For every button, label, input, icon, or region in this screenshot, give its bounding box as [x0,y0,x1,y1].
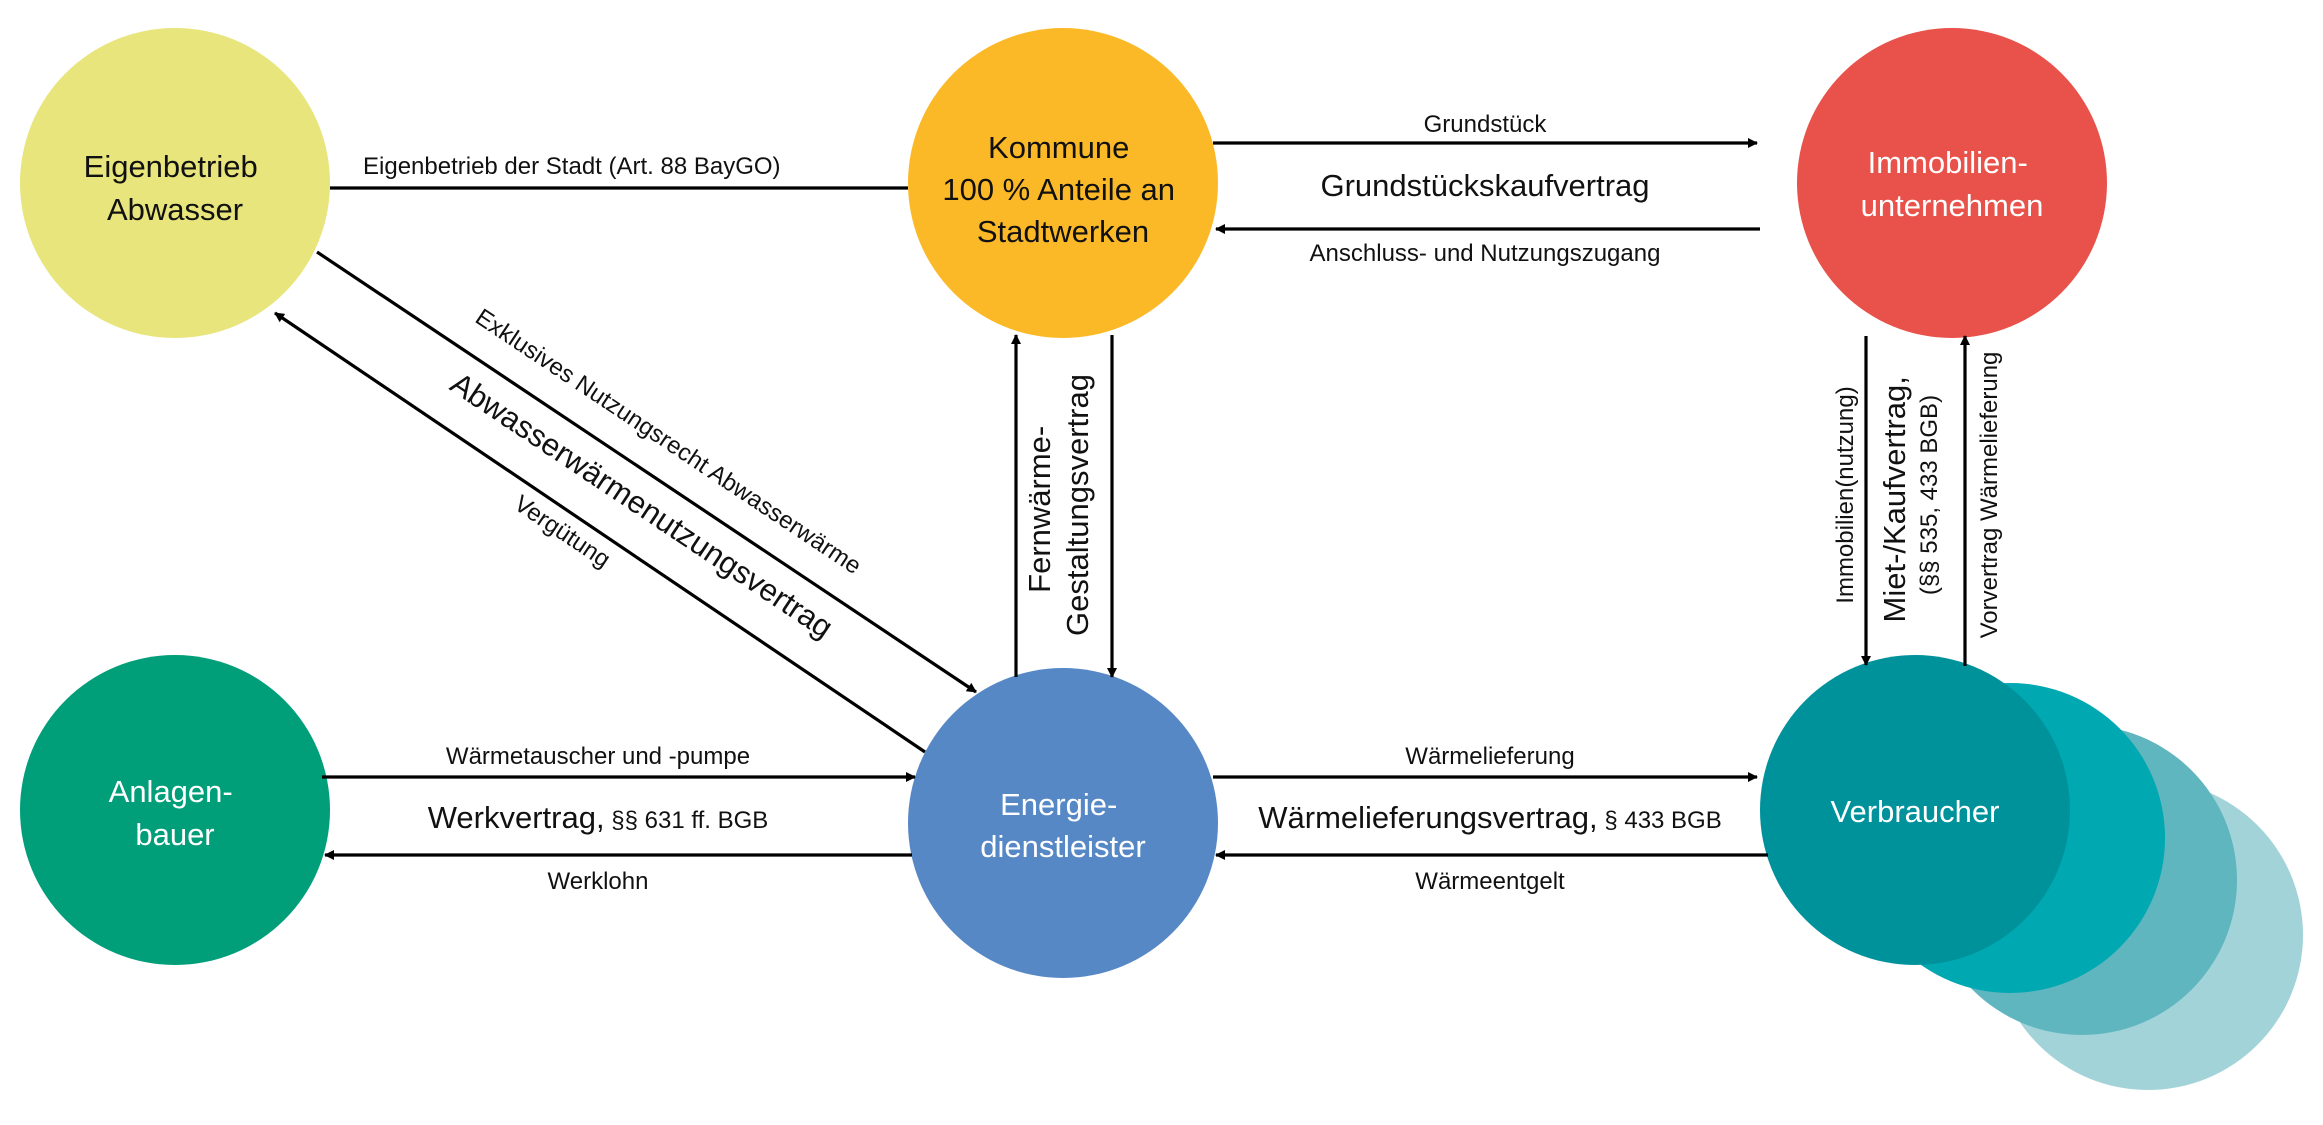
fernwaerme-label-line1: Fernwärme- [1022,426,1057,593]
werkvertrag-ref: §§ 631 ff. BGB [605,807,769,834]
lieferungsvertrag-label: Wärmelieferungsvertrag, § 433 BGB [1258,800,1721,835]
anlagenbauer-label-line1: Anlagen- [109,774,233,809]
node-kommune: Kommune 100 % Anteile an Stadtwerken [908,28,1218,338]
waermeentgelt-label: Wärmeentgelt [1415,868,1565,895]
svg-text:Energie- dienstleister: Energie- dienstleister [980,787,1145,864]
edge-eigenbetrieb-energie: Exklusives Nutzungsrecht Abwasserwärme A… [274,250,977,754]
werkvertrag-main: Werkvertrag, [428,800,605,835]
mietkauf-label-line2: (§§ 535, 433 BGB) [1916,395,1943,595]
edge-eigenbetrieb-kommune: Eigenbetrieb der Stadt (Art. 88 BayGO) [330,153,908,190]
edge-kommune-energie: Fernwärme- Gestaltungsvertrag [1011,334,1117,678]
energie-label-line2: dienstleister [980,829,1145,864]
node-anlagenbauer: Anlagen- bauer [20,655,330,965]
svg-text:Eigenbetrieb Abwasser: Eigenbetrieb Abwasser [84,149,267,227]
werkvertrag-label: Werkvertrag, §§ 631 ff. BGB [428,800,769,835]
lieferungsvertrag-ref: § 433 BGB [1598,807,1722,834]
werklohn-label: Werklohn [548,868,649,895]
svg-text:Kommune 100 % Anteile an: Kommune 100 % Anteile an Stadtwerken [942,130,1183,249]
svg-text:Immobilien- unternehmen: Immobilien- unternehmen [1861,145,2044,223]
anlagenbauer-label-line2: bauer [135,817,214,852]
grundstueckskaufvertrag-label: Grundstückskaufvertrag [1320,168,1649,203]
node-energiedienstleister: Energie- dienstleister [908,668,1218,978]
fernwaerme-label-line2: Gestaltungsvertrag [1060,374,1095,636]
immobilien-label-line2: unternehmen [1861,188,2044,223]
kommune-label-line2: 100 % Anteile an [942,172,1175,207]
eigenbetrieb-label-line1: Eigenbetrieb [84,149,258,184]
svg-text:Verbraucher: Verbraucher [1831,794,2000,829]
node-eigenbetrieb-abwasser: Eigenbetrieb Abwasser [20,28,330,338]
fernwaerme-label: Fernwärme- Gestaltungsvertrag [1022,374,1095,636]
kommune-circle [908,28,1218,338]
anlagenbauer-circle [20,655,330,965]
node-verbraucher: Verbraucher [1760,655,2303,1090]
anschluss-label: Anschluss- und Nutzungszugang [1310,240,1661,267]
verbraucher-circle-front [1760,655,2070,965]
mietkauf-label: Miet-/Kaufvertrag, (§§ 535, 433 BGB) [1877,368,1943,623]
mietkauf-label-line1: Miet-/Kaufvertrag, [1877,376,1912,622]
edge-kommune-immobilien: Grundstück Grundstückskaufvertrag Anschl… [1213,111,1760,267]
eigenbetrieb-label-line2: Abwasser [107,192,243,227]
immobilien-label-line1: Immobilien- [1868,145,2028,180]
immobilien-circle [1797,28,2107,338]
waermetauscher-label: Wärmetauscher und -pumpe [446,743,750,770]
verguetung-arrow [274,311,926,754]
eigenbetrieb-circle [20,28,330,338]
energie-label-line1: Energie- [1000,787,1117,822]
edge-immobilien-verbraucher: Immobilien(nutzung) Miet-/Kaufvertrag, (… [1832,335,2003,666]
vorvertrag-label: Vorvertrag Wärmelieferung [1976,352,2003,639]
immobiliennutzung-label: Immobilien(nutzung) [1832,386,1859,603]
node-immobilienunternehmen: Immobilien- unternehmen [1797,28,2107,338]
exklusives-arrow [316,250,977,694]
waermelieferung-label: Wärmelieferung [1405,743,1574,770]
eigenbetrieb-kommune-label: Eigenbetrieb der Stadt (Art. 88 BayGO) [363,153,781,180]
verbraucher-label: Verbraucher [1831,794,2000,829]
edge-energie-verbraucher: Wärmelieferung Wärmelieferungsvertrag, §… [1213,743,1768,895]
edge-anlagenbauer-energie: Wärmetauscher und -pumpe Werkvertrag, §§… [322,743,916,895]
kommune-label-line1: Kommune [988,130,1129,165]
kommune-label-line3: Stadtwerken [977,214,1149,249]
energie-circle [908,668,1218,978]
grundstueck-label: Grundstück [1424,111,1548,138]
lieferungsvertrag-main: Wärmelieferungsvertrag, [1258,800,1597,835]
svg-text:Anlagen- bauer: Anlagen- bauer [109,774,242,852]
